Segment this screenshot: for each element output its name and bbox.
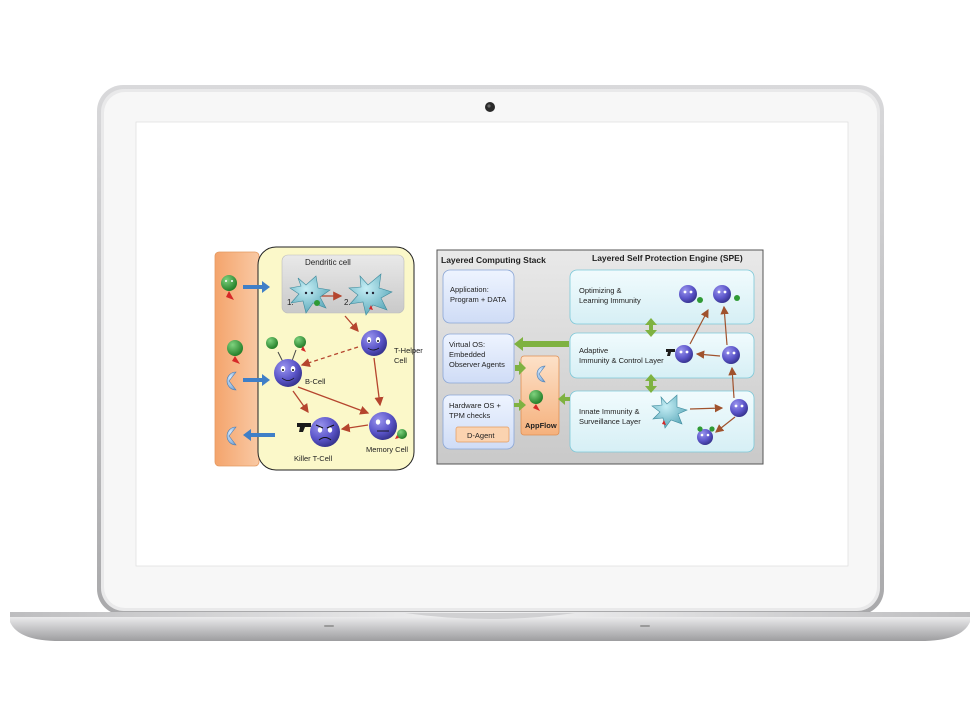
pathogen-icon <box>221 275 237 300</box>
b-cell-label: B-Cell <box>305 377 326 386</box>
optimizing-layer-label: Optimizing & Learning Immunity <box>579 286 641 305</box>
virtual-os-box <box>442 333 515 384</box>
dendritic-cell-icon <box>289 275 331 314</box>
cell-icon <box>679 285 703 303</box>
application-box <box>442 269 515 324</box>
step-1-label: 1. <box>287 298 294 307</box>
cell-icon <box>713 285 740 303</box>
killer-t-label: Killer T-Cell <box>294 454 333 463</box>
t-helper-cell-icon <box>361 330 387 356</box>
virtual-os-label: Virtual OS: Embedded Observer Agents <box>449 340 505 369</box>
pacman-antibody-icon <box>226 371 237 391</box>
memory-cell-icon <box>369 412 407 440</box>
cell-icon <box>666 345 693 363</box>
pathogen-icon <box>227 340 243 364</box>
stack-title: Layered Computing Stack <box>441 255 546 265</box>
hardware-os-label: Hardware OS + TPM checks <box>449 401 501 420</box>
d-agent-label: D-Agent <box>467 431 495 440</box>
stack-panel <box>436 249 764 465</box>
dendritic-title: Dendritic cell <box>305 258 351 267</box>
cell-icon <box>722 346 740 364</box>
gun-icon <box>297 423 311 432</box>
pathogen-icon <box>529 390 543 411</box>
t-helper-label: T-Helper Cell <box>394 346 423 365</box>
application-label: Application: Program + DATA <box>450 285 507 304</box>
appflow-label: AppFlow <box>525 421 557 430</box>
b-cell-icon <box>266 336 306 387</box>
blue-arrows <box>243 281 275 441</box>
innate-layer-label: Innate Immunity & Surveillance Layer <box>579 407 641 426</box>
pacman-antibody-icon <box>536 365 546 383</box>
laptop-base <box>10 612 970 641</box>
memory-cell-label: Memory Cell <box>366 445 409 454</box>
immune-panel <box>214 246 415 471</box>
cell-icon <box>697 426 715 445</box>
cell-icon <box>730 399 748 417</box>
dendritic-cell-icon <box>651 394 688 429</box>
adaptive-layer <box>569 332 755 379</box>
d-agent-box <box>455 426 510 443</box>
dendritic-cell-icon <box>348 273 393 316</box>
spe-title: Layered Self Protection Engine (SPE) <box>592 253 743 263</box>
pacman-antibody-icon <box>226 426 237 446</box>
gun-icon <box>666 349 675 356</box>
trackpad-notch <box>405 613 575 619</box>
step-2-label: 2. <box>344 298 351 307</box>
killer-t-cell-icon <box>297 417 340 447</box>
adaptive-layer-label: Adaptive Immunity & Control Layer <box>579 346 664 365</box>
flow-arrows <box>514 318 657 411</box>
